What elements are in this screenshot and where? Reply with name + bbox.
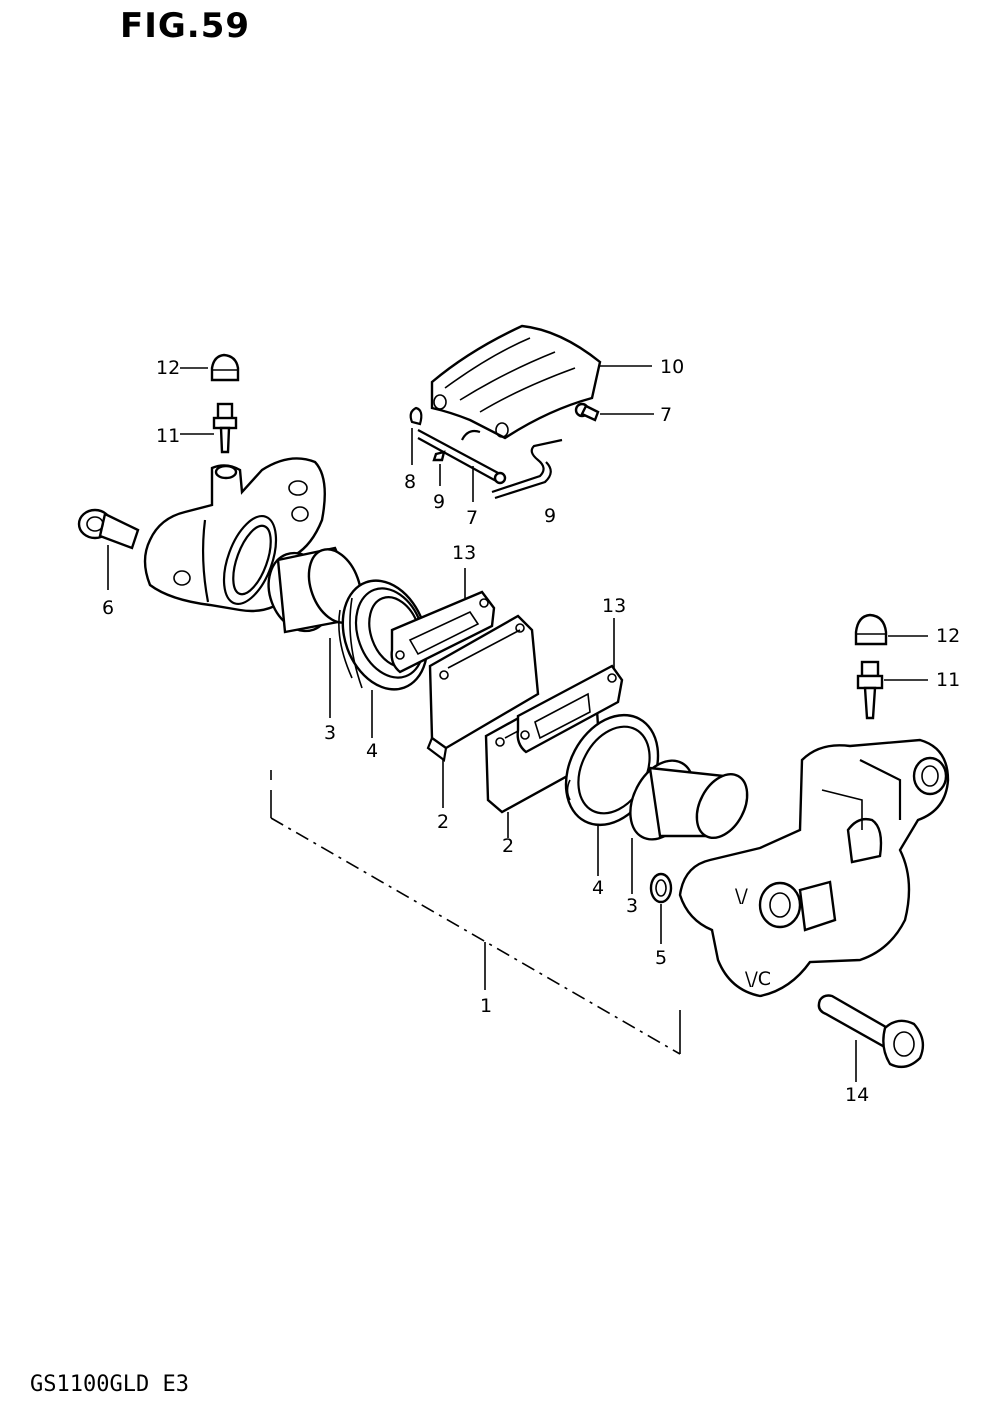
part-brake-pad-left xyxy=(426,614,540,762)
assembly-bracket xyxy=(270,770,681,1055)
callout-2-left: 2 xyxy=(437,811,449,833)
callout-12-right: 12 xyxy=(936,625,960,647)
part-pad-pin-long xyxy=(417,429,507,485)
part-mounting-bolt-right xyxy=(817,994,925,1069)
part-pad-shim-right xyxy=(516,664,624,754)
part-pad-cover xyxy=(430,324,602,440)
callout-3-right: 3 xyxy=(626,895,638,917)
part-pad-pin-right xyxy=(574,402,600,422)
callout-9-left: 9 xyxy=(433,491,445,513)
part-anti-rattle-spring xyxy=(491,438,563,500)
model-code: GS1100GLD E3 xyxy=(30,1372,189,1397)
leader-lines xyxy=(107,365,928,1082)
callout-9-right: 9 xyxy=(544,505,556,527)
svg-text:\/: \/ xyxy=(735,885,748,907)
callout-3-left: 3 xyxy=(324,722,336,744)
part-pad-shim-left xyxy=(390,590,496,674)
callout-11-top: 11 xyxy=(156,425,180,447)
part-cap-nut-top xyxy=(210,353,240,382)
callout-14: 14 xyxy=(845,1084,869,1106)
callout-4-left: 4 xyxy=(366,740,378,762)
callout-labels: 12 11 6 10 7 8 9 7 9 13 13 12 11 3 4 2 2… xyxy=(102,356,960,1106)
part-piston-right xyxy=(629,759,749,841)
callout-2-right: 2 xyxy=(502,835,514,857)
part-bleeder-valve-top xyxy=(212,402,238,454)
part-mounting-bolt-left xyxy=(77,508,140,550)
callout-10: 10 xyxy=(660,356,684,378)
part-bleeder-valve-right xyxy=(856,660,884,720)
callout-7-right: 7 xyxy=(660,404,672,426)
part-o-ring xyxy=(649,872,673,904)
callout-5: 5 xyxy=(655,947,667,969)
part-clip-small xyxy=(409,406,481,462)
callout-13-right: 13 xyxy=(602,595,626,617)
callout-1: 1 xyxy=(480,995,492,1017)
part-caliper-right-half: \/ \/C xyxy=(678,738,950,998)
part-cap-nut-right xyxy=(854,613,888,646)
callout-4-right: 4 xyxy=(592,877,604,899)
callout-13-left: 13 xyxy=(452,542,476,564)
part-piston-left xyxy=(267,546,363,634)
callout-11-right: 11 xyxy=(936,669,960,691)
svg-text:\/C: \/C xyxy=(745,968,771,990)
figure-title: FIG.59 xyxy=(120,6,251,46)
callout-12-top: 12 xyxy=(156,357,180,379)
callout-8: 8 xyxy=(404,471,416,493)
callout-7-bottom: 7 xyxy=(466,507,478,529)
callout-6: 6 xyxy=(102,597,114,619)
